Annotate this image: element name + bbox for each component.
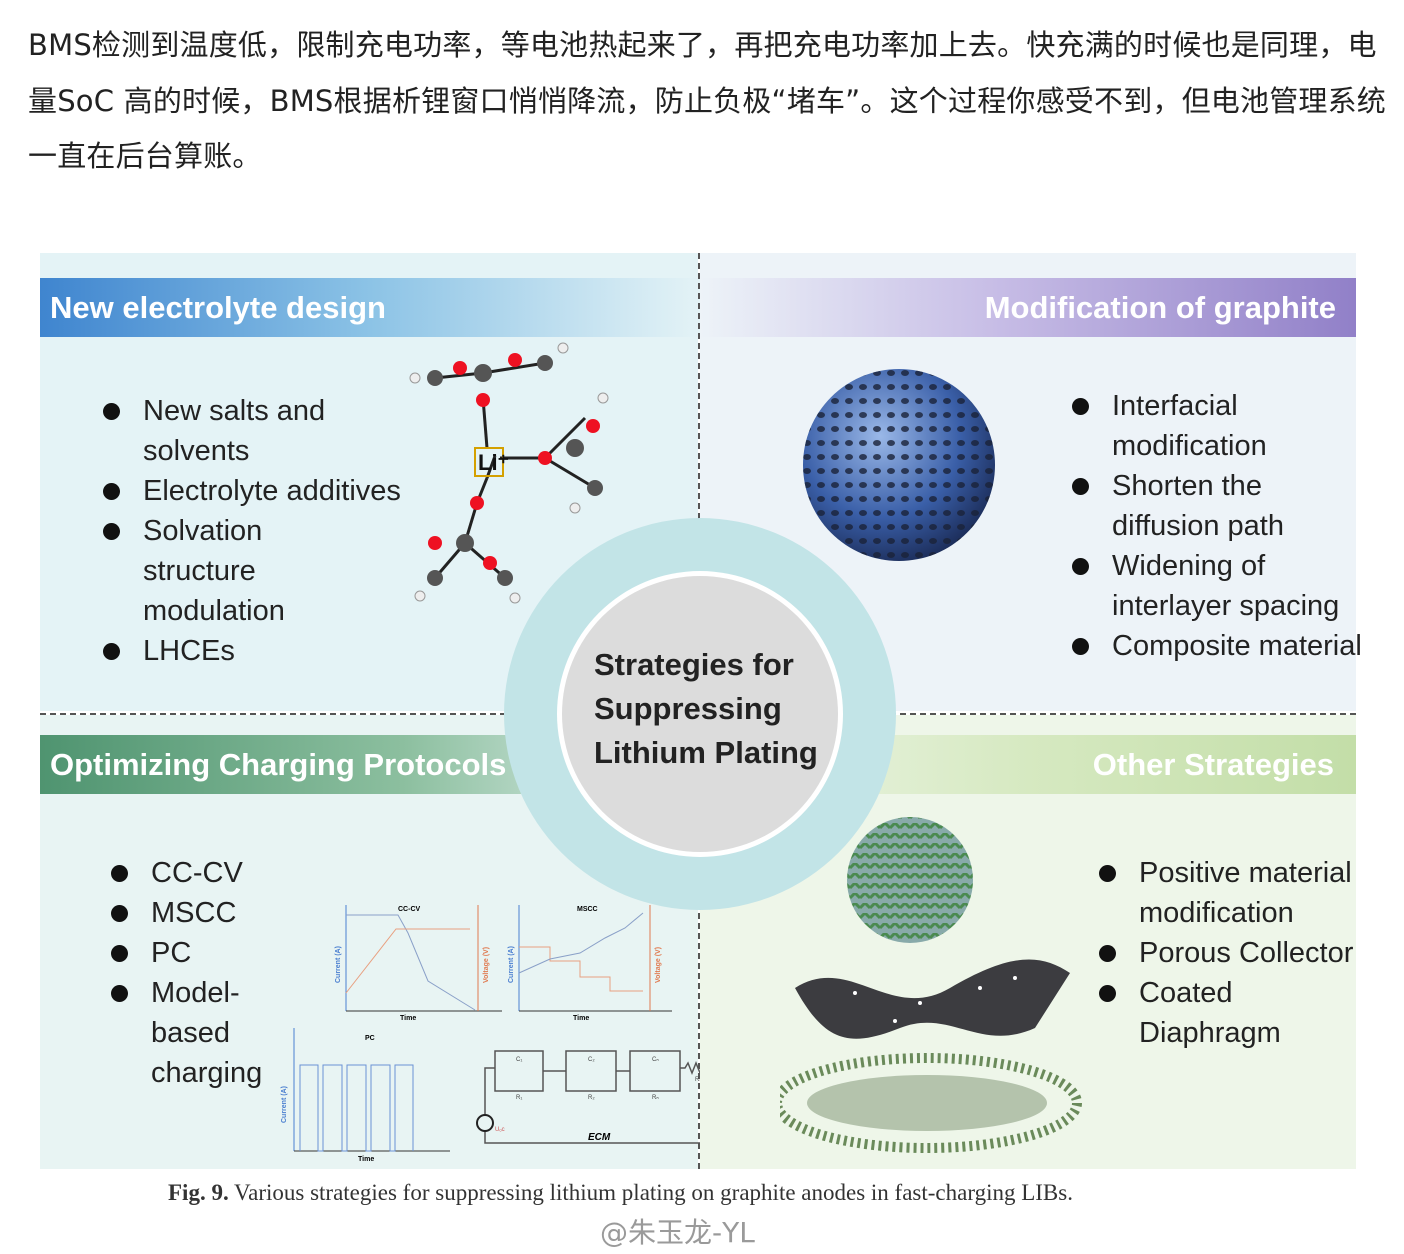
list-item: Composite material [1072,626,1362,666]
charging-plots: CC-CV Time Current (A) Voltage (V) MSCC … [281,905,700,1163]
pc-plot: PC Time Current (A) [281,1028,450,1163]
cccv-xlabel: Time [400,1015,416,1022]
list-item: CC-CV [111,853,311,893]
ecm-circuit [476,1050,700,1144]
list-item: Positive material modification [1099,853,1359,933]
list-item: Interfacial modification [1072,386,1362,466]
pc-ylabel: Current (A) [281,1086,288,1123]
figure-strategies: New electrolyte design Modification of g… [40,253,1362,1169]
pc-xlabel: Time [358,1156,374,1163]
list-electrolyte: New salts and solvents Electrolyte addit… [103,391,403,671]
header-electrolyte: New electrolyte design [40,278,700,337]
coated-diaphragm-icon [780,1053,1082,1153]
list-item: PC [111,933,311,973]
porous-graphite-sphere-icon [803,369,995,561]
other-strategies-illustrations [780,817,1082,1153]
header-graphite: Modification of graphite [700,278,1356,337]
center-ring [504,518,896,910]
ecm-label: Cₙ [652,1057,659,1063]
center-title-line: Lithium Plating [594,735,818,770]
center-title-line: Suppressing [594,691,782,726]
list-charging: CC-CV MSCC PC Model-based charging [111,853,311,1093]
mscc-xlabel: Time [573,1015,589,1022]
ecm-label: C₂ [588,1057,595,1063]
caption-text: Various strategies for suppressing lithi… [234,1180,1073,1205]
list-item: Shorten the diffusion path [1072,466,1362,546]
porous-collector-icon [795,959,1070,1039]
caption-label: Fig. 9. [168,1180,229,1205]
ecm-label: Rₙ [652,1095,659,1101]
center-title-line: Strategies for [594,647,794,682]
list-graphite: Interfacial modification Shorten the dif… [1072,386,1362,666]
cccv-ylabel-left: Current (A) [335,946,342,983]
ecm-label: C₁ [516,1057,522,1063]
article-paragraph: BMS检测到温度低，限制充电功率，等电池热起来了，再把充电功率加上去。快充满的时… [28,28,1386,173]
list-item: Widening of interlayer spacing [1072,546,1362,626]
cccv-plot: CC-CV Time Current (A) Voltage (V) [335,905,502,1022]
li-ion-label: Li⁺ [478,450,509,475]
ecm-label: R₁ [516,1095,522,1101]
ecm-title: ECM [588,1132,611,1143]
cccv-ylabel-right: Voltage (V) [483,947,490,983]
center-title: Strategies for Suppressing Lithium Plati… [594,643,818,775]
list-item: LHCEs [103,631,403,671]
list-item: New salts and solvents [103,391,403,471]
figure-caption: Fig. 9. Various strategies for suppressi… [168,1178,1073,1208]
list-item: Coated Diaphragm [1099,973,1359,1053]
solvation-molecule-icon: Li⁺ [409,342,609,604]
pc-title: PC [365,1035,375,1042]
positive-material-sphere-icon [847,817,973,943]
list-item: Model-based charging [111,973,311,1093]
list-other: Positive material modification Porous Co… [1099,853,1359,1053]
mscc-ylabel-right: Voltage (V) [655,947,662,983]
cccv-title: CC-CV [398,906,420,913]
mscc-ylabel-left: Current (A) [508,946,515,983]
mscc-title: MSCC [577,906,598,913]
ecm-label: R₀ [695,1077,700,1083]
list-item: MSCC [111,893,311,933]
mscc-plot: MSCC Time Current (A) Voltage (V) [508,905,672,1022]
list-item: Solvation structure modulation [103,511,373,631]
ecm-label: Uₒc [495,1127,505,1133]
watermark: @朱玉龙-YL [600,1216,755,1249]
ecm-label: R₂ [588,1095,595,1101]
list-item: Electrolyte additives [103,471,403,511]
list-item: Porous Collector [1099,933,1359,973]
